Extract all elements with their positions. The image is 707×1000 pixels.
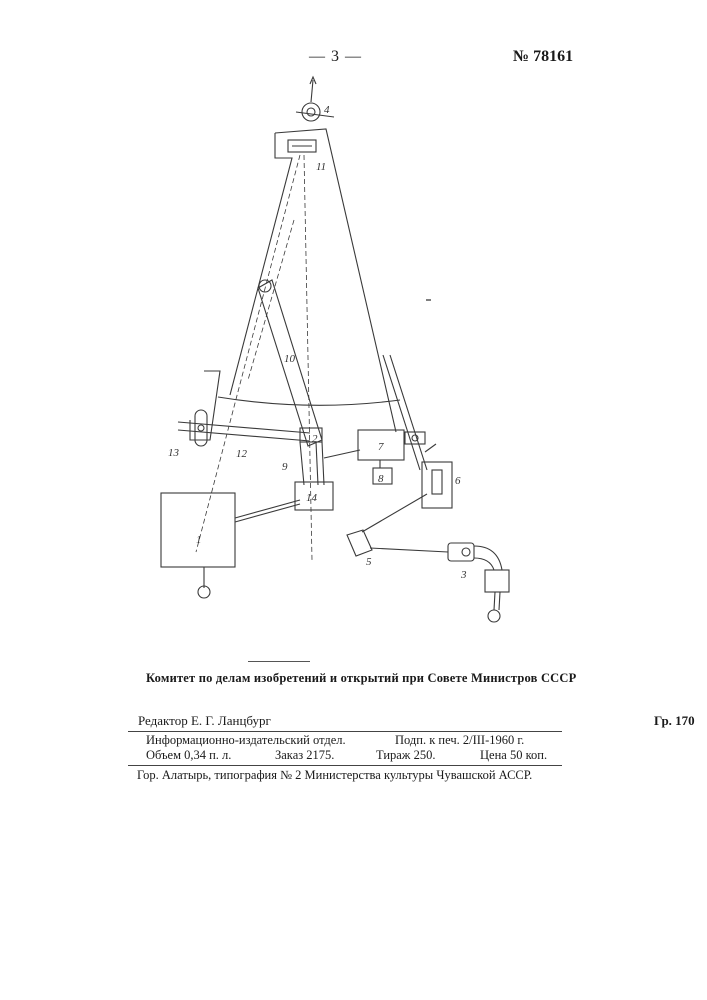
element-5: [347, 494, 448, 556]
volume: Объем 0,34 п. л.: [146, 748, 231, 763]
printer-line: Гор. Алатырь, типография № 2 Министерств…: [137, 768, 532, 783]
group-number: Гр. 170: [654, 713, 695, 729]
figure-label-8: 8: [378, 473, 384, 485]
block-1: [161, 493, 300, 598]
figure-label-6: 6: [455, 475, 461, 487]
figure-label-3: 3: [460, 569, 467, 581]
assembly-3: [448, 543, 509, 622]
figure-label-11: 11: [316, 161, 326, 173]
imprint-divider-top: [128, 731, 562, 732]
figure-label-7: 7: [378, 441, 384, 453]
figure-label-14: 14: [306, 492, 318, 504]
figure-label-5: 5: [366, 556, 372, 568]
separator-rule: [248, 661, 310, 662]
signed-for-print: Подп. к печ. 2/III-1960 г.: [395, 733, 524, 748]
publishing-department: Информационно-издательский отдел.: [146, 733, 346, 748]
figure-label-9: 9: [282, 461, 288, 473]
imprint-divider-bottom: [128, 765, 562, 766]
figure-label-1: 1: [196, 534, 202, 546]
order-number: Заказ 2175.: [275, 748, 334, 763]
assembly-6: [383, 355, 452, 508]
figure-label-10: 10: [284, 353, 296, 365]
price: Цена 50 коп.: [480, 748, 547, 763]
technical-drawing: 4 11 10 12 13 2 9 14 7 8 6 1 5 3: [0, 0, 707, 660]
figure-label-13: 13: [168, 447, 180, 459]
committee-line: Комитет по делам изобретений и открытий …: [146, 671, 576, 686]
figure-label-2: 2: [312, 433, 318, 445]
bracket-13: [178, 371, 310, 446]
editor-line: Редактор Е. Г. Ланцбург: [138, 713, 271, 729]
main-frame: [218, 129, 400, 432]
rod-7: [324, 450, 360, 458]
print-run: Тираж 250.: [376, 748, 435, 763]
figure-label-4: 4: [324, 104, 330, 116]
figure-label-12: 12: [236, 448, 248, 460]
